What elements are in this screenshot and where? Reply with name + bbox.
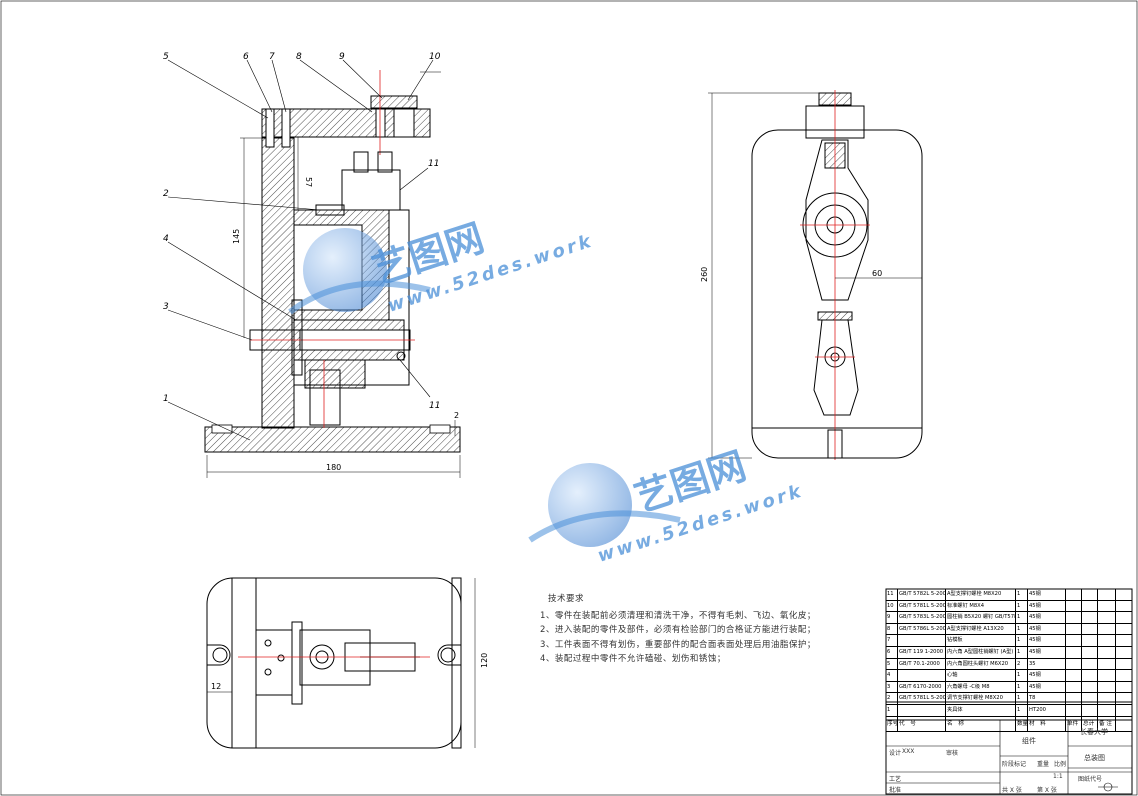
dim-front-height: 145 bbox=[232, 229, 241, 244]
side-view bbox=[708, 90, 923, 460]
drawing-code-label: 图纸代号 bbox=[1078, 776, 1103, 783]
dim-plan-slot: 12 bbox=[211, 682, 221, 691]
check-label: 审核 bbox=[946, 750, 959, 757]
technical-requirements: 技术要求 1、零件在装配前必须清理和清洗干净，不得有毛刺、飞边、氧化皮； 2、进… bbox=[540, 592, 880, 667]
part-label-2: 2 bbox=[163, 189, 169, 199]
bom-header: 序号代 号名 称数量材 料单件总计备 注 bbox=[886, 716, 1132, 732]
requirement-item: 4、装配过程中零件不允许磕碰、划伤和锈蚀； bbox=[540, 654, 726, 664]
part-label-10: 10 bbox=[429, 52, 441, 62]
drawing-number: 总装图 bbox=[1084, 754, 1105, 762]
part-label-7: 7 bbox=[269, 52, 275, 62]
scale-label: 比例 bbox=[1054, 761, 1067, 768]
sheet-number: 第 X 张 bbox=[1037, 787, 1057, 794]
technical-requirements-title: 技术要求 bbox=[548, 594, 585, 604]
part-label-11: 11 bbox=[429, 401, 440, 411]
watermark-1: 艺图网 www.52des.work bbox=[288, 215, 596, 317]
dim-plan-width: 120 bbox=[480, 653, 489, 668]
plan-view bbox=[206, 577, 476, 749]
part-label-4: 4 bbox=[163, 234, 169, 244]
requirement-item: 2、进入装配的零件及部件，必须有检验部门的合格证方能进行装配； bbox=[540, 625, 816, 635]
part-label-11b: 11 bbox=[428, 159, 439, 169]
design-label: 设计 bbox=[889, 750, 902, 757]
dim-front-step: 2 bbox=[454, 411, 459, 420]
front-view-leaders bbox=[167, 59, 441, 441]
stage-label: 阶段标记 bbox=[1002, 761, 1027, 768]
title-block-frame bbox=[885, 588, 1133, 795]
dim-front-inner: 57 bbox=[304, 177, 313, 187]
watermark-2: 艺图网 www.52des.work bbox=[528, 443, 806, 567]
part-label-3: 3 bbox=[163, 302, 169, 312]
designer-name: XXX bbox=[902, 748, 915, 755]
drawing-name: 组件 bbox=[1022, 737, 1036, 745]
part-label-9: 9 bbox=[339, 52, 345, 62]
school-name: 长春大学 bbox=[1080, 728, 1108, 736]
approve-label: 批准 bbox=[889, 787, 902, 794]
sheet-count: 共 X 张 bbox=[1002, 787, 1022, 794]
dim-side-offset: 60 bbox=[872, 269, 882, 278]
scale-value: 1:1 bbox=[1053, 773, 1063, 780]
requirement-item: 1、零件在装配前必须清理和清洗干净，不得有毛刺、飞边、氧化皮； bbox=[540, 610, 816, 621]
part-label-1: 1 bbox=[163, 394, 169, 404]
dim-side-height: 260 bbox=[700, 267, 709, 282]
part-label-6: 6 bbox=[243, 52, 249, 62]
requirement-item: 3、工件表面不得有划伤，重要部件的配合面表面处理后用油脂保护； bbox=[540, 639, 816, 650]
part-label-8: 8 bbox=[296, 52, 302, 62]
weight-label: 重量 bbox=[1037, 761, 1050, 768]
dim-front-width: 180 bbox=[326, 463, 341, 472]
process-label: 工艺 bbox=[889, 776, 902, 783]
part-label-5: 5 bbox=[163, 52, 169, 62]
